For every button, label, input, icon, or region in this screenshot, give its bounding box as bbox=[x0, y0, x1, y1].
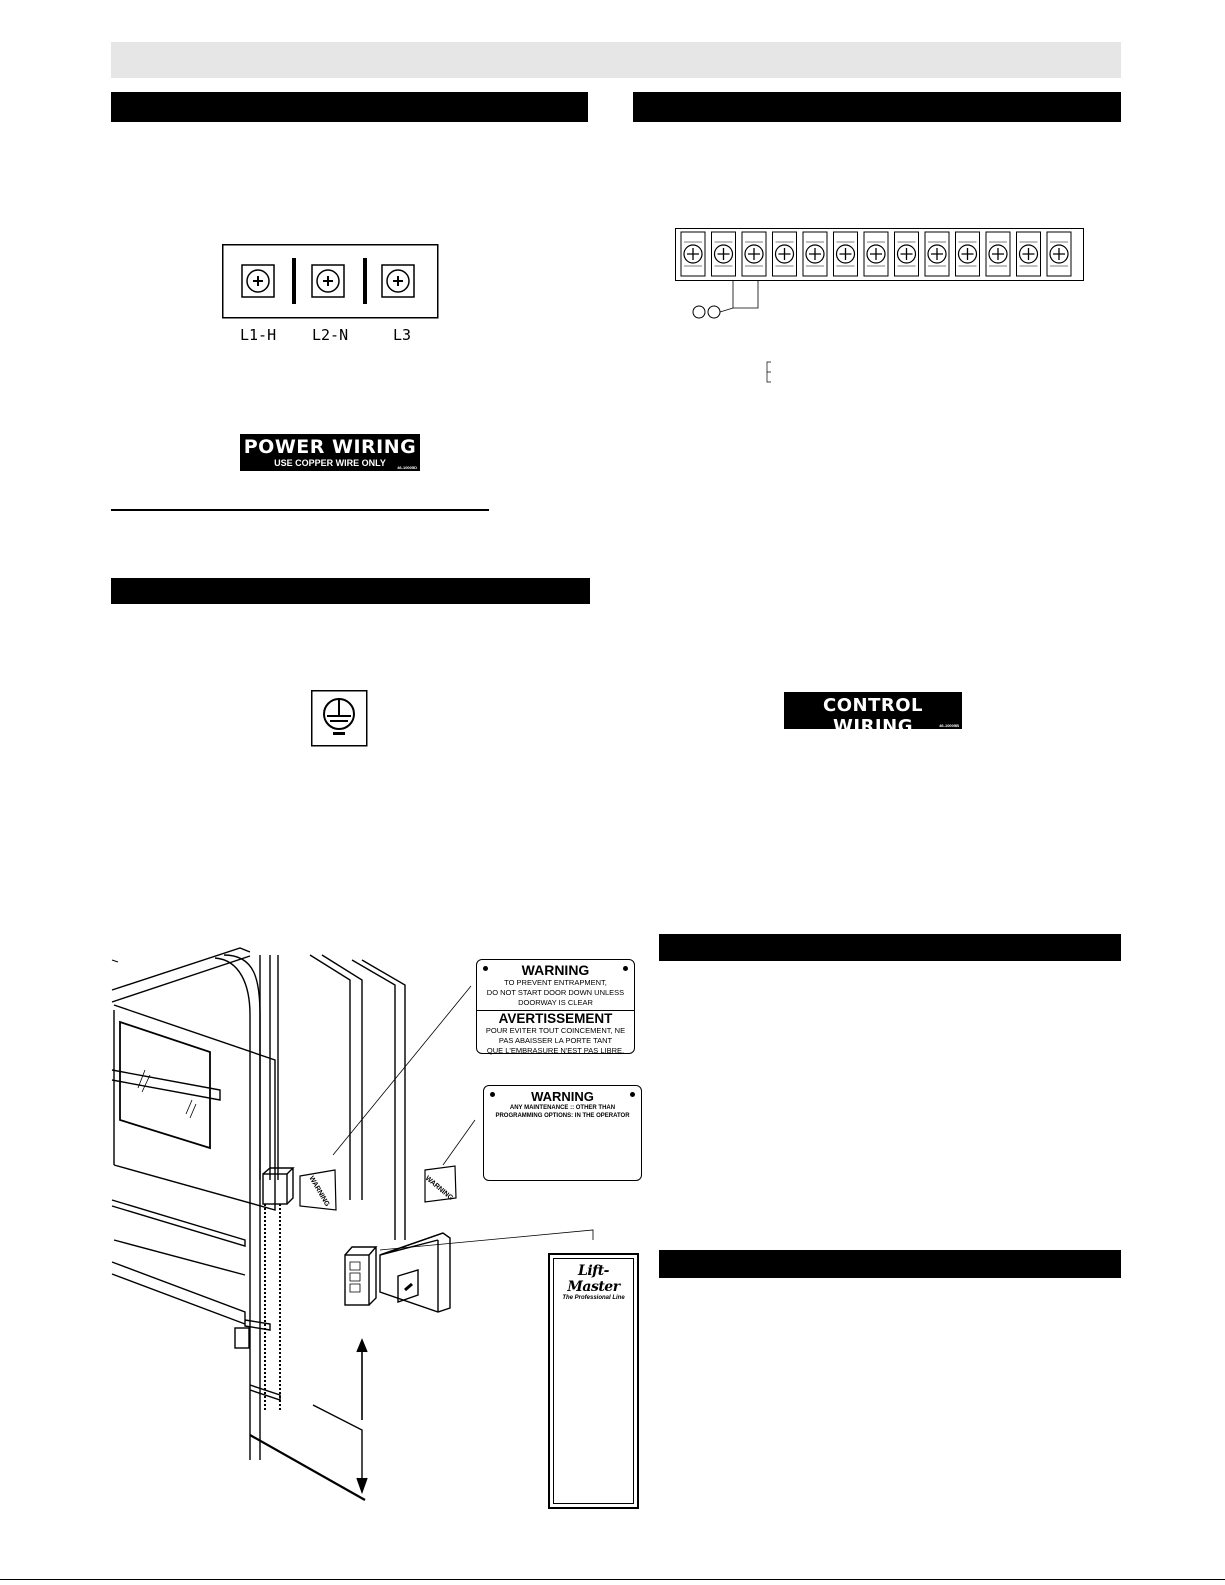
terminal-screw-l1 bbox=[241, 264, 275, 298]
entrapment-avertissement-line-2: PAS ABAISSER LA PORTE TANT bbox=[498, 1036, 613, 1045]
liftmaster-tagline: The Professional Line bbox=[562, 1295, 625, 1301]
control-wiring-subtitle: USE COPPER WIRE ONLY bbox=[820, 737, 926, 747]
terminal-screw-l2 bbox=[311, 264, 345, 298]
control-terminal-5 bbox=[802, 231, 828, 277]
sign-rivet bbox=[490, 1092, 495, 1097]
power-wiring-label: POWER WIRING USE COPPER WIRE ONLY 46-100… bbox=[240, 434, 420, 471]
control-terminal-10 bbox=[955, 231, 980, 277]
maintenance-warning-sign: WARNING ANY MAINTENANCE :: OTHER THAN PR… bbox=[483, 1085, 642, 1181]
section-bar-ground bbox=[111, 578, 590, 604]
terminal-label-l1: L1-H bbox=[240, 326, 277, 344]
terminal-label-l2: L2-N bbox=[312, 326, 349, 344]
warning-tag-right bbox=[424, 1165, 457, 1203]
maintenance-warning-title: WARNING bbox=[531, 1089, 594, 1104]
ground-symbol-icon bbox=[311, 690, 368, 747]
power-wiring-title: POWER WIRING bbox=[243, 436, 417, 458]
control-terminal-4 bbox=[772, 231, 797, 277]
control-terminal-6 bbox=[833, 231, 858, 277]
liftmaster-panel-inner: Lift-Master The Professional Line bbox=[553, 1258, 634, 1504]
control-terminal-1 bbox=[680, 231, 706, 277]
control-wiring-label: CONTROL WIRING USE COPPER WIRE ONLY 46-1… bbox=[784, 692, 962, 747]
entrapment-warning-sign: WARNING TO PREVENT ENTRAPMENT, DO NOT ST… bbox=[476, 959, 635, 1055]
page-bottom-rule bbox=[0, 1579, 1225, 1580]
liftmaster-panel: Lift-Master The Professional Line bbox=[548, 1253, 639, 1509]
divider-line bbox=[111, 509, 489, 511]
maintenance-warning-line-2: PROGRAMMING OPTIONS: IN THE OPERATOR bbox=[495, 1113, 630, 1119]
terminal-separator bbox=[292, 258, 296, 304]
control-terminal-2 bbox=[711, 231, 736, 277]
control-wiring-code: 46-10005B bbox=[939, 723, 959, 728]
terminal-screw-l3 bbox=[381, 264, 415, 298]
power-terminal-block bbox=[222, 244, 439, 319]
control-terminal-11 bbox=[985, 231, 1011, 277]
entrapment-warning-line-3: DOORWAY IS CLEAR bbox=[518, 998, 593, 1007]
section-bar-warning-labels bbox=[659, 934, 1121, 961]
entrapment-avertissement-line-3: QUE L'EMBRASURE N'EST PAS LIBRE. bbox=[486, 1046, 625, 1055]
control-terminal-strip bbox=[675, 228, 1084, 383]
control-terminal-12 bbox=[1016, 231, 1041, 277]
control-terminal-3 bbox=[741, 231, 767, 277]
section-bar-liftmaster-panel bbox=[659, 1250, 1121, 1278]
entrapment-avertissement-line-1: POUR EVITER TOUT COINCEMENT, NE bbox=[485, 1026, 626, 1035]
terminal-separator bbox=[363, 258, 367, 304]
installation-illustration bbox=[111, 947, 594, 1501]
header-bar bbox=[111, 42, 1121, 78]
maintenance-warning-line-1: ANY MAINTENANCE :: OTHER THAN bbox=[509, 1105, 616, 1111]
control-terminal-9 bbox=[924, 231, 950, 277]
section-bar-power-wiring bbox=[111, 92, 588, 122]
entrapment-warning-line-2: DO NOT START DOOR DOWN UNLESS bbox=[486, 988, 625, 997]
liftmaster-brand: Lift-Master bbox=[567, 1263, 620, 1295]
warning-tag-left bbox=[299, 1169, 337, 1211]
entrapment-warning-line-1: TO PREVENT ENTRAPMENT, bbox=[504, 978, 607, 987]
sign-rivet bbox=[483, 966, 488, 971]
entrapment-warning-title: WARNING bbox=[521, 962, 590, 978]
control-terminal-13 bbox=[1046, 231, 1072, 277]
control-terminal-8 bbox=[894, 231, 919, 277]
sign-rivet bbox=[630, 1092, 635, 1097]
terminal-label-l3: L3 bbox=[393, 326, 412, 344]
entrapment-avertissement-title: AVERTISSEMENT bbox=[498, 1011, 613, 1026]
sign-divider bbox=[477, 1010, 634, 1011]
section-bar-control-wiring bbox=[633, 92, 1121, 122]
sign-rivet bbox=[623, 966, 628, 971]
control-terminal-7 bbox=[863, 231, 889, 277]
power-wiring-code: 46-10005D bbox=[397, 465, 417, 470]
power-wiring-subtitle: USE COPPER WIRE ONLY bbox=[274, 458, 386, 468]
control-wiring-title: CONTROL WIRING bbox=[823, 695, 923, 737]
